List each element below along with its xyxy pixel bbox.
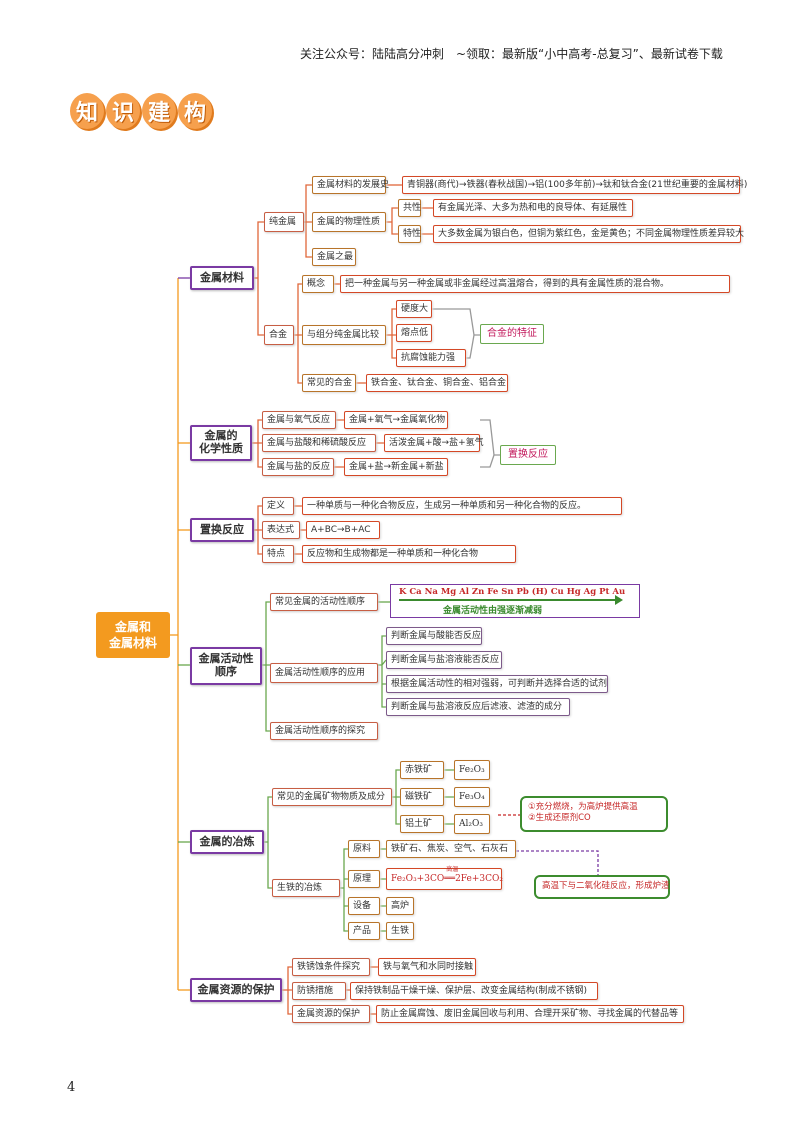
node-alloy: 合金 (264, 325, 294, 345)
node-common-alloys: 常见的合金 (302, 374, 356, 392)
root-label: 金属和 金属材料 (108, 619, 157, 650)
activity-arrow (399, 599, 617, 601)
arrowhead-icon (615, 595, 623, 605)
node-raw-materials: 原料 (348, 840, 380, 858)
title-char: 建 (142, 93, 176, 129)
node-label: 金属材料 (200, 270, 244, 284)
node-metal-materials: 金属材料 (190, 266, 254, 290)
leaf-hardness: 硬度大 (396, 300, 432, 318)
condition-label: 高温 (446, 865, 459, 873)
node-alloy-concept: 概念 (302, 275, 334, 293)
page-number: 4 (67, 1080, 76, 1095)
node-label: 置换反应 (200, 522, 244, 536)
leaf-app-filtrate: 判断金属与盐溶液反应后滤液、滤渣的成分 (386, 698, 570, 716)
node-metal-acid: 金属与盐酸和稀硫酸反应 (262, 434, 376, 452)
node-activity-application: 金属活动性顺序的应用 (270, 663, 378, 683)
condition-arrow: 高温══ (444, 865, 459, 884)
leaf-principle-equation: Fe₂O₃+3CO 高温══ 2Fe+3CO₂ (386, 865, 504, 890)
node-alloy-compare: 与组分纯金属比较 (302, 325, 386, 345)
leaf-product: 生铁 (386, 922, 414, 940)
leaf-alloy-concept: 把一种金属与另一种金属或非金属经过高温熔合，得到的具有金属性质的混合物。 (340, 275, 730, 293)
equation-left: Fe₂O₃+3CO (391, 873, 445, 884)
leaf-hematite-formula: Fe₂O₃ (454, 760, 490, 780)
node-label: 金属资源的保护 (197, 982, 275, 996)
leaf-resource-protection: 防止金属腐蚀、废旧金属回收与利用、合理开采矿物、寻找金属的代替品等 (376, 1005, 684, 1023)
node-label: 金属的冶炼 (199, 834, 255, 848)
leaf-common-alloys: 铁合金、钛合金、铜合金、铝合金 (366, 374, 508, 392)
leaf-magnetite-formula: Fe₃O₄ (454, 787, 490, 807)
node-common-activity: 常见金属的活动性顺序 (270, 593, 378, 611)
leaf-rust-prevention: 保持铁制品干燥干燥、保护层、改变金属结构(制成不锈钢) (350, 982, 598, 1000)
leaf-rust-conditions: 铁与氧气和水同时接触 (378, 958, 476, 976)
leaf-common-property: 有金属光泽、大多为热和电的良导体、有延展性 (433, 199, 633, 217)
activity-caption: 金属活动性由强逐渐减弱 (443, 606, 543, 616)
page-header: 关注公众号：陆陆高分冲刺 ~领取：最新版“小中高考-总复习”、最新试卷下载 (300, 47, 723, 61)
leaf-special-property: 大多数金属为银白色，但铜为紫红色，金是黄色；不同金属物理性质差异较大 (433, 225, 744, 243)
node-activity-series: 金属活动性 顺序 (190, 647, 262, 685)
leaf-metal-acid: 活泼金属+酸→盐+氢气 (384, 434, 484, 452)
node-label: 金属活动性 顺序 (198, 652, 254, 678)
node-expression: 表达式 (262, 521, 300, 539)
node-replacement-reaction: 置换反应 (190, 518, 254, 542)
title-char: 识 (106, 93, 140, 129)
node-physical-properties: 金属的物理性质 (312, 212, 386, 232)
node-metal-oxygen: 金属与氧气反应 (262, 411, 336, 429)
replacement-tag: 置换反应 (500, 445, 556, 465)
leaf-metal-salt: 金属+盐→新金属+新盐 (344, 458, 448, 476)
node-iron-smelting: 生铁的冶炼 (272, 879, 340, 897)
leaf-raw-materials: 铁矿石、焦炭、空气、石灰石 (386, 840, 516, 858)
activity-series-box: K Ca Na Mg Al Zn Fe Sn Pb (H) Cu Hg Ag P… (390, 584, 640, 618)
metal-sequence: K Ca Na Mg Al Zn Fe Sn Pb (H) Cu Hg Ag P… (399, 587, 626, 597)
node-activity-explore: 金属活动性顺序的探究 (270, 722, 378, 740)
node-metal-records: 金属之最 (312, 248, 356, 266)
leaf-corrosion: 抗腐蚀能力强 (396, 349, 466, 367)
leaf-app-salt: 判断金属与盐溶液能否反应 (386, 651, 502, 669)
node-equipment: 设备 (348, 897, 380, 915)
leaf-equipment: 高炉 (386, 897, 414, 915)
title-char: 知 (70, 93, 104, 129)
leaf-history: 青铜器(商代)→铁器(春秋战国)→铝(100多年前)→钛和钛合金(21世纪重要的… (402, 176, 747, 194)
node-principle: 原理 (348, 870, 380, 888)
node-rust-conditions: 铁锈蚀条件探究 (292, 958, 370, 976)
leaf-app-reagent: 根据金属活动性的相对强弱，可判断并选择合适的试剂 (386, 675, 608, 693)
note-coke-role: ①充分燃烧，为高炉提供高温 ②生成还原剂CO (520, 796, 668, 832)
leaf-melting-point: 熔点低 (396, 324, 432, 342)
leaf-bauxite-formula: Al₂O₃ (454, 814, 490, 834)
leaf-expression: A+BC→B+AC (306, 521, 380, 539)
equation-right: 2Fe+3CO₂ (455, 873, 504, 884)
node-common-property: 共性 (398, 199, 421, 217)
node-magnetite: 磁铁矿 (400, 788, 444, 806)
node-smelting: 金属的冶炼 (190, 830, 264, 854)
node-chemical-properties: 金属的 化学性质 (190, 425, 252, 461)
node-protection: 金属资源的保护 (190, 978, 282, 1002)
node-hematite: 赤铁矿 (400, 761, 444, 779)
title-char: 构 (178, 93, 212, 129)
node-ores: 常见的金属矿物物质及成分 (272, 788, 392, 806)
node-history: 金属材料的发展史 (312, 176, 389, 194)
node-resource-protection: 金属资源的保护 (292, 1005, 370, 1023)
node-characteristics: 特点 (262, 545, 294, 563)
leaf-definition: 一种单质与一种化合物反应，生成另一种单质和另一种化合物的反应。 (302, 497, 622, 515)
node-rust-prevention: 防锈措施 (292, 982, 346, 1000)
note-limestone-role: 高温下与二氧化硅反应，形成炉渣 (534, 875, 670, 899)
node-bauxite: 铝土矿 (400, 815, 444, 833)
root-node: 金属和 金属材料 (96, 612, 170, 658)
node-label: 金属的 化学性质 (199, 429, 243, 455)
leaf-app-acid: 判断金属与酸能否反应 (386, 627, 482, 645)
leaf-characteristics: 反应物和生成物都是一种单质和一种化合物 (302, 545, 516, 563)
node-pure-metal: 纯金属 (264, 212, 304, 232)
alloy-feature-tag: 合金的特征 (480, 324, 544, 344)
leaf-metal-oxygen: 金属+氧气→金属氧化物 (344, 411, 448, 429)
node-metal-salt: 金属与盐的反应 (262, 458, 334, 476)
section-title: 知 识 建 构 (70, 93, 212, 135)
node-definition: 定义 (262, 497, 294, 515)
node-special-property: 特性 (398, 225, 421, 243)
node-product: 产品 (348, 922, 380, 940)
